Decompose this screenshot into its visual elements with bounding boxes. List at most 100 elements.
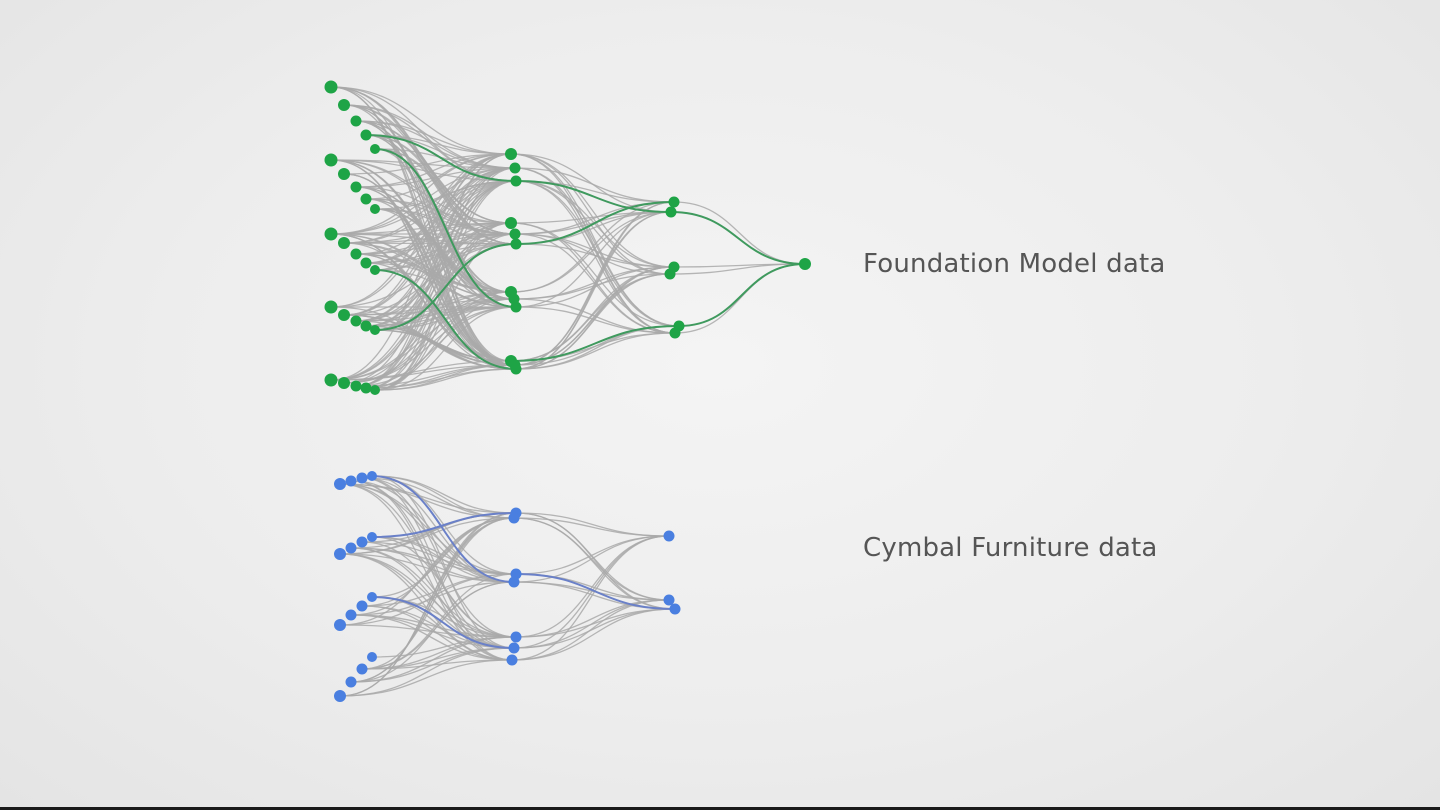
- network-edge: [510, 201, 675, 293]
- network-node-layer-0: [324, 300, 338, 314]
- network-node-layer-0: [370, 325, 380, 335]
- network-node-layer-3: [799, 258, 811, 270]
- network-node-layer-0: [356, 600, 368, 612]
- network-node-layer-0: [360, 257, 372, 269]
- network-edge: [515, 332, 676, 370]
- network-edge: [355, 306, 517, 387]
- network-edge: [374, 222, 512, 391]
- network-node-layer-2: [669, 603, 681, 615]
- network-edge: [374, 233, 516, 391]
- network-edge: [361, 573, 517, 607]
- network-edge: [669, 263, 806, 275]
- network-edge: [371, 517, 515, 598]
- network-node-layer-0: [350, 181, 362, 193]
- network-node-layer-0: [367, 592, 377, 602]
- highlighted-edge: [371, 596, 515, 649]
- network-node-layer-0: [338, 168, 350, 180]
- network-node-layer-0: [360, 129, 372, 141]
- highlighted-edge: [365, 134, 517, 182]
- highlighted-edge: [515, 573, 676, 610]
- network-edge: [330, 243, 517, 308]
- highlighted-edge: [374, 243, 517, 331]
- network-node-layer-0: [370, 144, 380, 154]
- network-node-layer-0: [334, 619, 346, 631]
- highlighted-edge: [371, 475, 515, 583]
- highlighted-edge: [515, 201, 675, 245]
- network-edge: [674, 263, 806, 334]
- network-edge: [355, 167, 516, 188]
- network-edge: [361, 477, 513, 661]
- highlighted-edge: [510, 325, 680, 362]
- network-edge: [330, 153, 512, 235]
- network-edge: [361, 659, 513, 670]
- network-edge: [330, 167, 516, 308]
- network-edge: [365, 198, 512, 362]
- network-edge: [361, 541, 515, 649]
- network-node-layer-0: [324, 80, 338, 94]
- network-node-layer-1: [510, 363, 522, 375]
- network-edge: [355, 153, 512, 387]
- highlighted-edge: [678, 263, 806, 327]
- network-edge: [330, 86, 512, 293]
- network-node-layer-2: [663, 594, 675, 606]
- network-edge: [339, 659, 513, 697]
- network-node-layer-2: [668, 196, 680, 208]
- network-node-layer-0: [350, 115, 362, 127]
- network-node-layer-1: [510, 175, 522, 187]
- cymbal-furniture-network: [334, 471, 681, 702]
- network-edge: [361, 517, 515, 670]
- network-edge: [514, 201, 675, 366]
- network-node-layer-0: [345, 676, 357, 688]
- foundation-model-network: [324, 80, 811, 395]
- network-node-layer-2: [663, 530, 675, 542]
- network-node-layer-0: [345, 542, 357, 554]
- highlighted-edge: [371, 512, 517, 538]
- network-node-layer-1: [509, 228, 521, 240]
- network-node-layer-0: [370, 204, 380, 214]
- network-edge: [673, 201, 806, 265]
- network-edge: [343, 153, 512, 316]
- network-edge: [513, 535, 670, 649]
- network-edge: [515, 535, 670, 638]
- network-edge: [339, 517, 515, 555]
- network-edge: [515, 273, 671, 370]
- network-edge: [515, 243, 675, 268]
- network-edge: [515, 180, 671, 275]
- network-edge: [513, 535, 670, 583]
- network-node-layer-0: [356, 536, 368, 548]
- network-node-layer-0: [367, 652, 377, 662]
- network-node-layer-0: [338, 99, 350, 111]
- network-node-layer-0: [345, 609, 357, 621]
- network-edge: [371, 596, 513, 661]
- network-edge: [361, 581, 515, 670]
- network-edge: [511, 535, 670, 661]
- network-node-layer-0: [360, 382, 372, 394]
- network-edge: [365, 180, 517, 389]
- network-edge: [343, 180, 517, 244]
- network-node-layer-0: [360, 320, 372, 332]
- cymbal-network-edges: [339, 475, 676, 697]
- network-edge: [330, 86, 512, 155]
- network-edge: [355, 167, 516, 322]
- network-edge: [511, 599, 670, 661]
- network-node-layer-0: [360, 193, 372, 205]
- highlighted-edge: [374, 148, 517, 308]
- network-edge: [513, 608, 676, 649]
- network-node-layer-0: [370, 385, 380, 395]
- network-edge: [515, 211, 672, 370]
- network-edge: [515, 306, 676, 334]
- network-node-layer-1: [509, 162, 521, 174]
- network-edge: [371, 536, 515, 583]
- network-node-layer-1: [508, 576, 520, 588]
- network-node-layer-1: [508, 512, 520, 524]
- network-node-layer-0: [334, 548, 346, 560]
- network-node-layer-2: [669, 327, 681, 339]
- network-node-layer-0: [324, 153, 338, 167]
- network-edge: [361, 605, 513, 661]
- network-edge: [365, 298, 515, 389]
- highlighted-edge: [670, 211, 806, 265]
- network-node-layer-0: [350, 380, 362, 392]
- network-edge: [513, 273, 671, 300]
- network-edge: [343, 167, 516, 316]
- network-node-layer-0: [338, 309, 350, 321]
